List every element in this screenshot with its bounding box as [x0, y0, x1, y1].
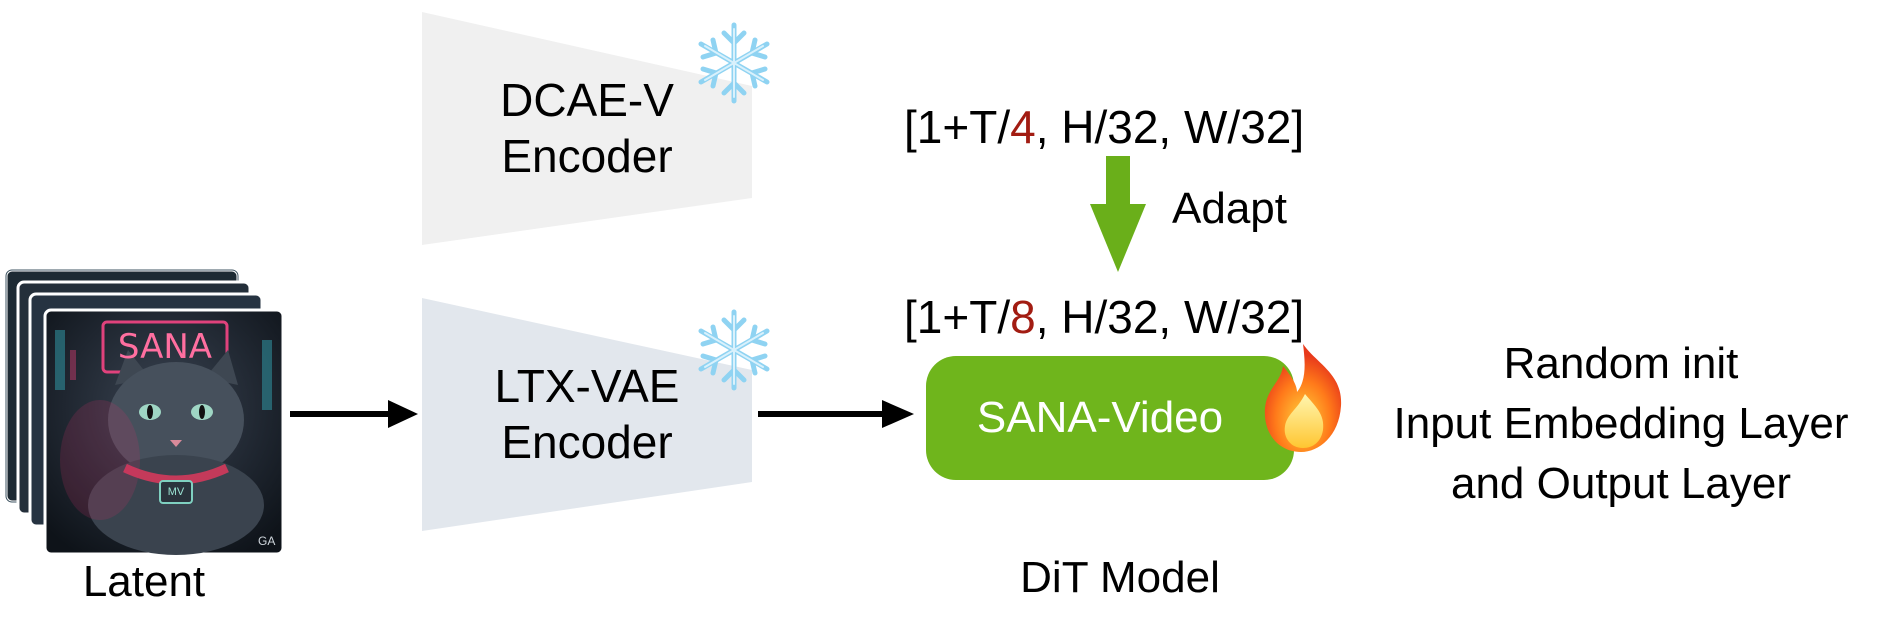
latent-front-image	[43, 308, 285, 556]
shape-bottom-prefix: [1+T/	[904, 291, 1011, 343]
dit-model-caption: DiT Model	[1020, 553, 1220, 602]
adapt-label: Adapt	[1172, 184, 1287, 233]
ltx-vae-encoder-shape	[422, 298, 752, 531]
note-line2: Input Embedding Layer	[1393, 399, 1849, 448]
dcae-v-encoder-line2: Encoder	[501, 130, 673, 182]
note-line3: and Output Layer	[1450, 459, 1791, 508]
shape-top-suffix: , H/32, W/32]	[1035, 101, 1305, 153]
flame-icon	[1264, 344, 1342, 452]
shape-bottom-suffix: , H/32, W/32]	[1035, 291, 1305, 343]
dcae-v-encoder-line1: DCAE-V	[500, 74, 674, 126]
dcae-v-encoder-label: DCAE-V Encoder	[452, 72, 722, 184]
shape-top-prefix: [1+T/	[904, 101, 1011, 153]
dcae-v-encoder-shape	[422, 12, 752, 245]
collar-tag-text: MV	[167, 486, 185, 498]
random-init-note: Random init Input Embedding Layer and Ou…	[1356, 334, 1886, 514]
adapt-arrow	[1090, 156, 1146, 272]
ltx-vae-encoder-line2: Encoder	[501, 416, 673, 468]
sana-video-block	[926, 356, 1294, 480]
arrow-encoder-to-dit	[758, 400, 914, 428]
ltx-vae-encoder-label: LTX-VAE Encoder	[452, 358, 722, 470]
latent-corner-mark: GA	[258, 534, 276, 548]
latent-label: Latent	[82, 557, 206, 606]
shape-label-bottom: [1+T/8, H/32, W/32]	[904, 290, 1304, 344]
ltx-vae-encoder-line1: LTX-VAE	[494, 360, 680, 412]
latent-image-stack	[4, 268, 285, 556]
shape-label-top: [1+T/4, H/32, W/32]	[904, 100, 1304, 154]
sana-video-label: SANA-Video	[976, 393, 1224, 442]
note-line1: Random init	[1503, 339, 1739, 388]
shape-top-factor: 4	[1010, 101, 1036, 153]
shape-bottom-factor: 8	[1010, 291, 1036, 343]
arrow-latent-to-encoder	[290, 400, 418, 428]
latent-neon-sign-text: SANA	[117, 327, 213, 367]
